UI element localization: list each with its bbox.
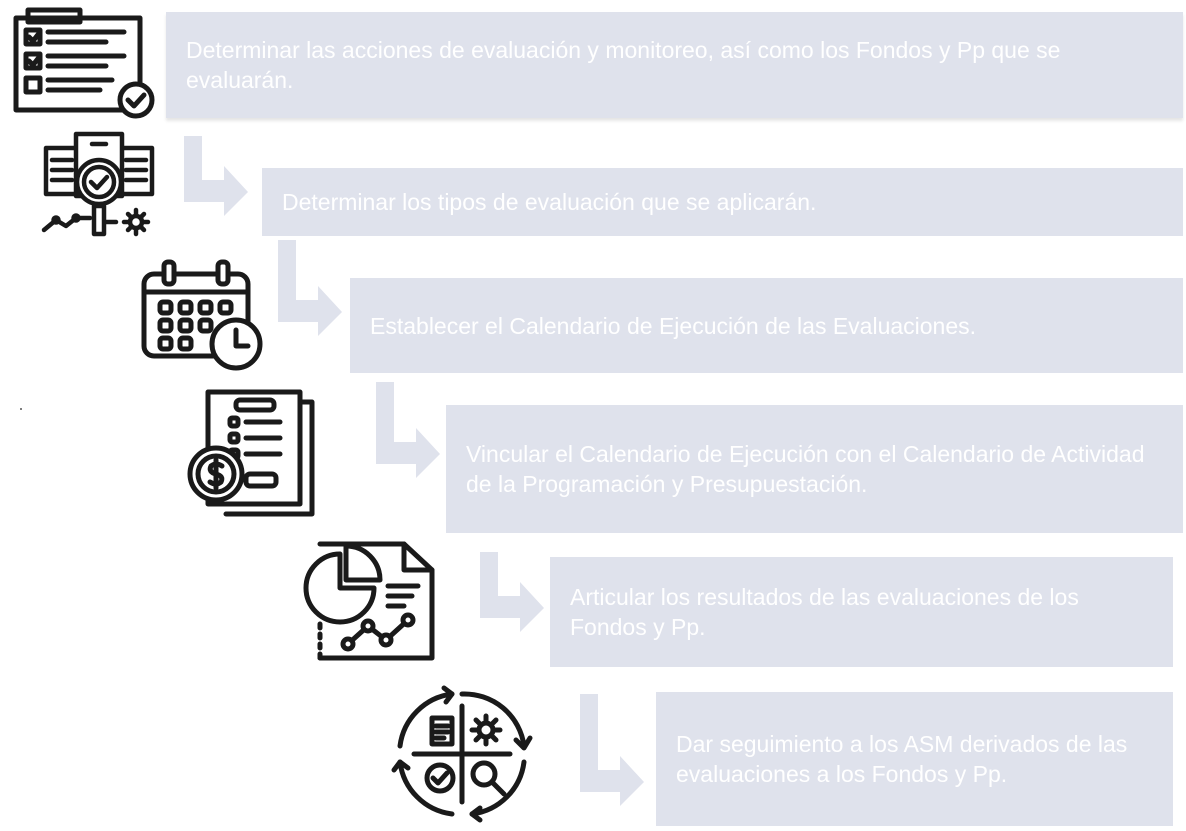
arrow-5-icon: [574, 694, 654, 806]
report-pie-line-chart-icon: [292, 540, 442, 665]
step-3-text: Establecer el Calendario de Ejecución de…: [370, 312, 977, 339]
step-6-box: Dar seguimiento a los ASM derivados de l…: [656, 692, 1173, 826]
stray-dot: [20, 408, 22, 410]
step-5-box: Articular los resultados de las evaluaci…: [550, 557, 1173, 667]
step-2-text: Determinar los tipos de evaluación que s…: [282, 189, 817, 215]
step-2-box: Determinar los tipos de evaluación que s…: [262, 168, 1183, 236]
step-5-text: Articular los resultados de las evaluaci…: [570, 584, 1079, 640]
evaluation-magnifier-gear-icon: [40, 130, 165, 240]
checklist-document-icon: [8, 4, 158, 122]
budget-document-dollar-icon: [180, 388, 330, 518]
arrow-1-icon: [178, 136, 258, 216]
step-4-box: Vincular el Calendario de Ejecución con …: [446, 405, 1183, 533]
arrow-2-icon: [272, 240, 352, 336]
arrow-3-icon: [370, 382, 450, 478]
step-1-box: Determinar las acciones de evaluación y …: [166, 12, 1183, 118]
step-1-text: Determinar las acciones de evaluación y …: [186, 37, 1061, 93]
step-3-box: Establecer el Calendario de Ejecución de…: [350, 278, 1183, 373]
cycle-monitoring-icon: [388, 684, 538, 824]
calendar-clock-icon: [140, 258, 270, 371]
step-6-text: Dar seguimiento a los ASM derivados de l…: [676, 731, 1128, 787]
step-4-text: Vincular el Calendario de Ejecución con …: [466, 441, 1145, 497]
arrow-4-icon: [474, 552, 554, 632]
